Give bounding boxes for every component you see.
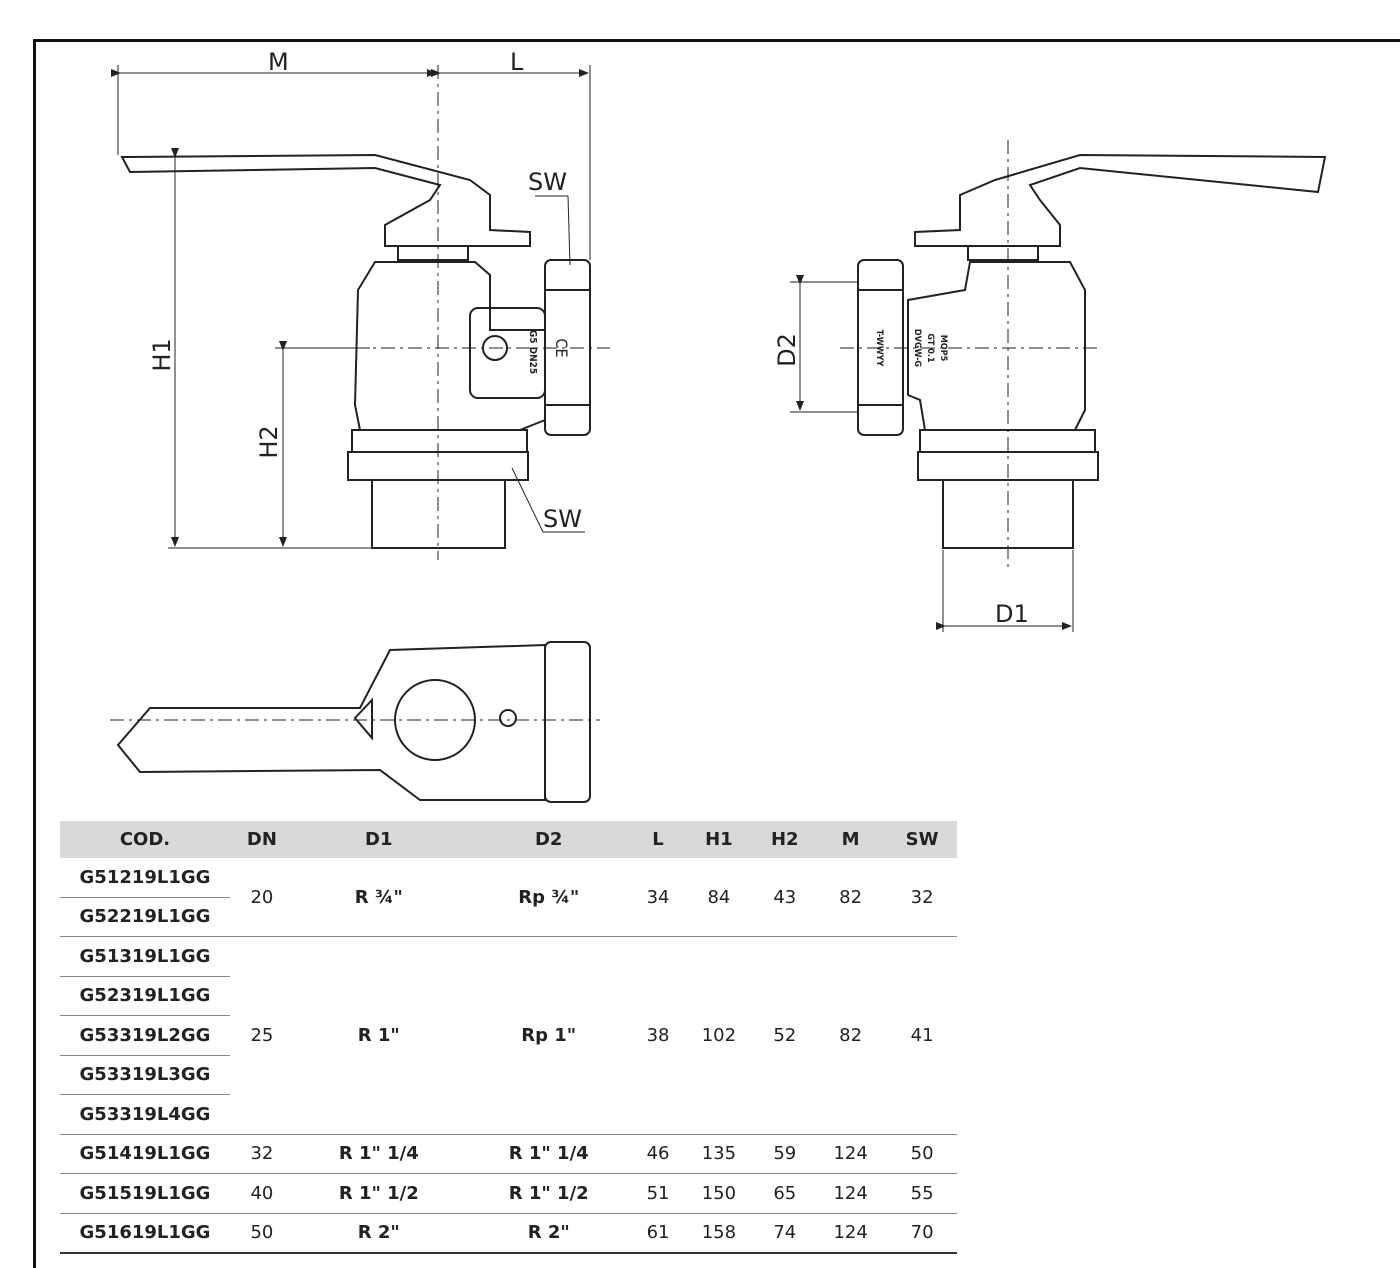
- code-cell: G51519L1GG: [60, 1173, 230, 1214]
- h2-cell: 65: [755, 1173, 815, 1214]
- dimension-label-h2: H2: [255, 425, 283, 458]
- dn-cell: 20: [230, 858, 294, 937]
- sw-cell: 32: [887, 858, 957, 937]
- marking-plate: [469, 307, 546, 399]
- code-cell: G51619L1GG: [60, 1213, 230, 1254]
- threaded-connection: [371, 479, 506, 549]
- code-cell: G51419L1GG: [60, 1134, 230, 1174]
- m-cell: 82: [814, 858, 888, 937]
- dn-cell: 25: [230, 936, 294, 1135]
- lever-handle: [120, 153, 531, 247]
- table-row: G51419L1GG 32 R 1" 1/4 R 1" 1/4 46 135 5…: [60, 1134, 957, 1174]
- valve-body: [353, 261, 546, 431]
- header-h1: H1: [682, 821, 756, 858]
- ce-mark: CE: [552, 338, 571, 357]
- table-row: G53319L4GG: [60, 1094, 957, 1135]
- lever-handle-side: [914, 153, 1327, 247]
- header-h2: H2: [755, 821, 815, 858]
- d2-cell: Rp ¾": [463, 858, 634, 937]
- header-dn: DN: [230, 821, 294, 858]
- header-d1: D1: [293, 821, 464, 858]
- sw-cell: 50: [887, 1134, 957, 1174]
- h2-cell: 74: [755, 1213, 815, 1254]
- sw-cell: 70: [887, 1213, 957, 1254]
- sw-cell: 41: [887, 936, 957, 1135]
- d2-cell: Rp 1": [463, 936, 634, 1135]
- dimension-label-sw-bottom: SW: [543, 505, 582, 533]
- l-cell: 61: [633, 1213, 683, 1254]
- d2-cell: R 1" 1/2: [463, 1173, 634, 1214]
- lever-top: [116, 643, 546, 801]
- table-row: G51319L1GG 25 R 1" Rp 1" 38 102 52 82 41: [60, 936, 957, 1135]
- h1-cell: 150: [682, 1173, 756, 1214]
- code-cell: G53319L4GG: [60, 1094, 230, 1135]
- page-frame-left: [33, 39, 36, 1268]
- header-sw: SW: [887, 821, 957, 858]
- code-cell: G52319L1GG: [60, 976, 230, 1016]
- table-row: G52219L1GG: [60, 897, 957, 937]
- header-l: L: [633, 821, 683, 858]
- table-row: G53319L3GG: [60, 1055, 957, 1095]
- table-row: G52319L1GG: [60, 976, 957, 1016]
- dimension-label-d1: D1: [995, 600, 1029, 628]
- technical-drawing: M L G5 DN25 CE H1 H2 SW SW: [110, 48, 1327, 803]
- h2-cell: 59: [755, 1134, 815, 1174]
- h1-cell: 158: [682, 1213, 756, 1254]
- h1-cell: 135: [682, 1134, 756, 1174]
- h1-cell: 102: [682, 936, 756, 1135]
- d1-cell: R 2": [293, 1213, 464, 1254]
- dimension-label-d2: D2: [773, 333, 801, 367]
- code-cell: G51319L1GG: [60, 936, 230, 977]
- code-cell: G53319L3GG: [60, 1055, 230, 1095]
- d1-cell: R 1": [293, 936, 464, 1135]
- table-row: G53319L2GG: [60, 1015, 957, 1056]
- l-cell: 38: [633, 936, 683, 1135]
- header-cod: COD.: [60, 821, 230, 858]
- l-cell: 46: [633, 1134, 683, 1174]
- page-frame-top: [33, 39, 1400, 42]
- d1-cell: R 1" 1/4: [293, 1134, 464, 1174]
- top-view: [110, 641, 600, 803]
- header-m: M: [814, 821, 888, 858]
- code-cell: G52219L1GG: [60, 897, 230, 937]
- table-row: G51219L1GG 20 R ¾" Rp ¾" 34 84 43 82 32: [60, 858, 957, 937]
- dimension-label-h1: H1: [148, 338, 176, 371]
- sw-cell: 55: [887, 1173, 957, 1214]
- d2-cell: R 1" 1/4: [463, 1134, 634, 1174]
- d1-cell: R 1" 1/2: [293, 1173, 464, 1214]
- dimension-label-m: M: [268, 48, 289, 76]
- d1-cell: R ¾": [293, 858, 464, 937]
- dn-cell: 50: [230, 1213, 294, 1254]
- m-cell: 124: [814, 1213, 888, 1254]
- table-row: G51619L1GG 50 R 2" R 2" 61 158 74 124 70: [60, 1213, 957, 1254]
- specification-table: COD. DN D1 D2 L H1 H2 M SW G51219L1GG 20…: [60, 821, 957, 1254]
- code-cell: G51219L1GG: [60, 858, 230, 898]
- threaded-connection-side: [942, 479, 1074, 549]
- l-cell: 34: [633, 858, 683, 937]
- front-view: M L G5 DN25 CE H1 H2 SW SW: [111, 48, 610, 560]
- dn-cell: 32: [230, 1134, 294, 1174]
- dn-cell: 40: [230, 1173, 294, 1214]
- m-cell: 124: [814, 1173, 888, 1214]
- dimension-label-sw-top: SW: [528, 168, 567, 196]
- m-cell: 82: [814, 936, 888, 1135]
- table-header-row: COD. DN D1 D2 L H1 H2 M SW: [60, 821, 957, 858]
- side-view: T-WWYY DVGW-G GT 0.1 MOP5 D2 D1: [773, 140, 1327, 632]
- code-cell: G53319L2GG: [60, 1015, 230, 1056]
- l-cell: 51: [633, 1173, 683, 1214]
- h1-cell: 84: [682, 858, 756, 937]
- header-d2: D2: [463, 821, 634, 858]
- m-cell: 124: [814, 1134, 888, 1174]
- h2-cell: 52: [755, 936, 815, 1135]
- front-marking: G5 DN25: [527, 330, 538, 374]
- d2-cell: R 2": [463, 1213, 634, 1254]
- dimension-label-l: L: [510, 48, 524, 76]
- table-row: G51519L1GG 40 R 1" 1/2 R 1" 1/2 51 150 6…: [60, 1173, 957, 1214]
- side-marking-3: DVGW-G: [912, 329, 922, 368]
- h2-cell: 43: [755, 858, 815, 937]
